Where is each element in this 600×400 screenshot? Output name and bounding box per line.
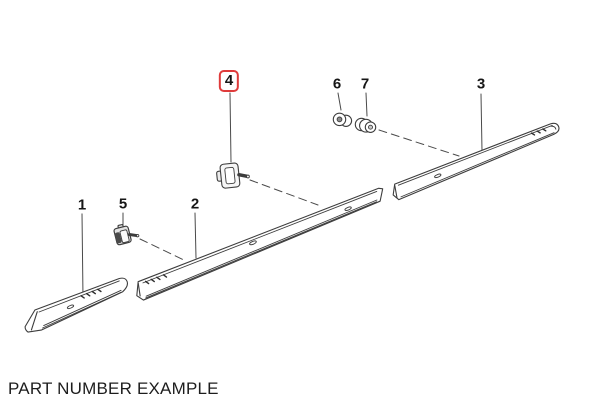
leader-line-4	[229, 92, 232, 163]
part-label-3[interactable]: 3	[474, 75, 488, 93]
part-label-5[interactable]: 5	[116, 195, 130, 213]
part-label-6[interactable]: 6	[330, 75, 344, 93]
leader-line-7	[365, 92, 368, 117]
moulding-strip-3	[392, 122, 560, 201]
clip-5-stud-tip	[135, 234, 140, 238]
part-label-4-highlighted[interactable]: 4	[218, 70, 240, 92]
clip-part-5	[113, 224, 140, 246]
strip-1-hatch-marks	[80, 288, 102, 299]
dashed-line-clip5-to-strip2	[139, 238, 187, 262]
caption-part-number-example: PART NUMBER EXAMPLE	[8, 379, 219, 398]
moulding-strip-2	[136, 187, 384, 301]
strip-1-body	[24, 277, 129, 333]
part-label-1[interactable]: 1	[75, 196, 89, 214]
strip-2-hole-right	[344, 206, 352, 211]
clip-4-stud-tip	[246, 174, 250, 179]
part-label-2[interactable]: 2	[188, 195, 202, 213]
leader-line-6	[337, 92, 342, 111]
dashed-line-grommet7-to-strip3	[378, 129, 460, 157]
dashed-line-clip4-to-strip2	[249, 179, 319, 206]
strip-2-body	[136, 187, 384, 301]
clip-5-inner-window	[119, 229, 130, 244]
clip-part-4	[216, 162, 250, 189]
nut-part-7	[354, 117, 377, 133]
strip-3-endcap-facet	[394, 185, 398, 199]
strip-2-trim-lines	[142, 191, 378, 299]
strip-1-hole	[66, 304, 75, 310]
leader-line-3	[480, 93, 483, 152]
leader-lines	[81, 92, 483, 299]
moulding-strip-1	[24, 277, 129, 333]
strip-2-hatch-marks	[144, 274, 168, 285]
nut-7-hole	[368, 124, 373, 130]
clip-4-stud	[237, 172, 249, 179]
leader-line-1	[81, 212, 84, 299]
leader-line-2	[194, 212, 197, 259]
strip-3-hole	[434, 173, 442, 179]
strip-3-body	[392, 122, 560, 201]
clip-5-stud	[127, 233, 139, 238]
strip-1-trim-lines	[38, 280, 122, 329]
grommet-part-6	[332, 112, 353, 127]
grommet-6-hole	[336, 116, 343, 123]
clip-5-dark-flange	[114, 232, 122, 244]
strip-3-hatch-marks	[530, 128, 547, 136]
clip-4-inner-window	[224, 166, 236, 185]
strip-1-endcap-facet	[30, 311, 38, 331]
strip-2-hole-left	[249, 240, 257, 246]
strip-3-trim-lines	[397, 124, 557, 198]
assembly-dashed-lines	[139, 129, 460, 262]
part-label-7[interactable]: 7	[358, 75, 372, 93]
strip-2-endcap-facet	[137, 282, 141, 297]
